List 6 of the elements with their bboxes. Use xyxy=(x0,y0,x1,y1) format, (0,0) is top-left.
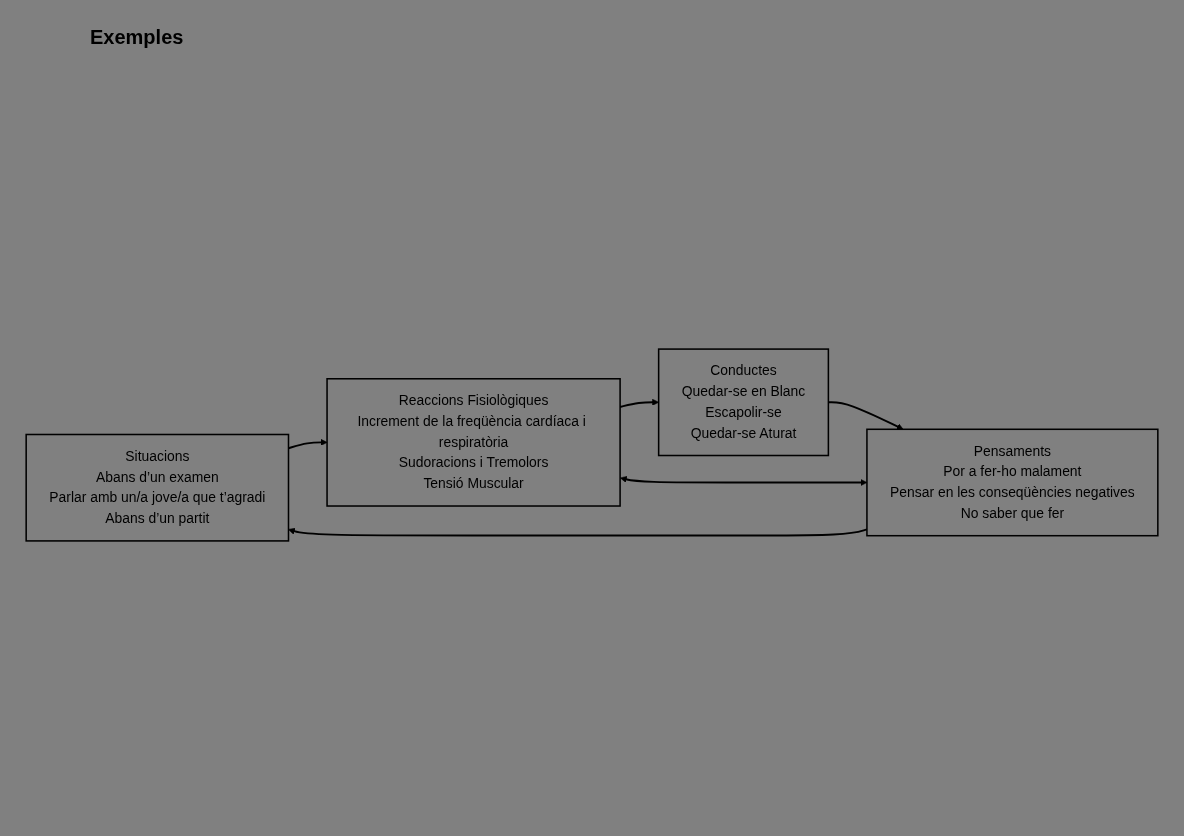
node-box: Pensaments Por a fer-ho malament Pensar en les conseqüències negatives No saber que fer xyxy=(866,428,1159,537)
node-box: Conductes Quedar-se en Blanc Escapolir-se Quedar-se Aturat xyxy=(657,348,830,457)
arrow xyxy=(288,528,868,537)
node-box: Situacions Abans d’un examen Parlar amb un/a jove/a que t’agradi Abans d’un partit xyxy=(25,433,290,542)
node-box: Reaccions Fisiològiques Increment de la freqüència cardíaca i respiratòria Sudoracions i Tremolors Tensió Muscular xyxy=(326,378,621,507)
diagram-title: Exemples xyxy=(90,26,184,49)
